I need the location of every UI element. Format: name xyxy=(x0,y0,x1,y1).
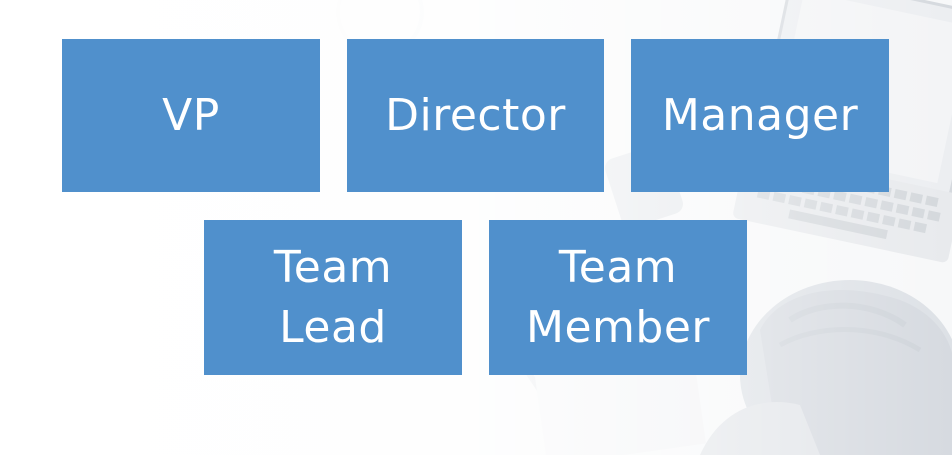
role-label-manager: Manager xyxy=(661,89,859,141)
role-label-team-lead: Team Lead xyxy=(273,241,393,353)
role-label-vp: VP xyxy=(162,89,220,141)
role-box-team-lead: Team Lead xyxy=(204,220,462,375)
role-box-vp: VP xyxy=(62,39,320,192)
role-box-team-member: Team Member xyxy=(489,220,747,375)
role-box-director: Director xyxy=(347,39,604,192)
role-label-director: Director xyxy=(385,89,566,141)
role-box-manager: Manager xyxy=(631,39,889,192)
role-label-team-member: Team Member xyxy=(526,241,710,353)
